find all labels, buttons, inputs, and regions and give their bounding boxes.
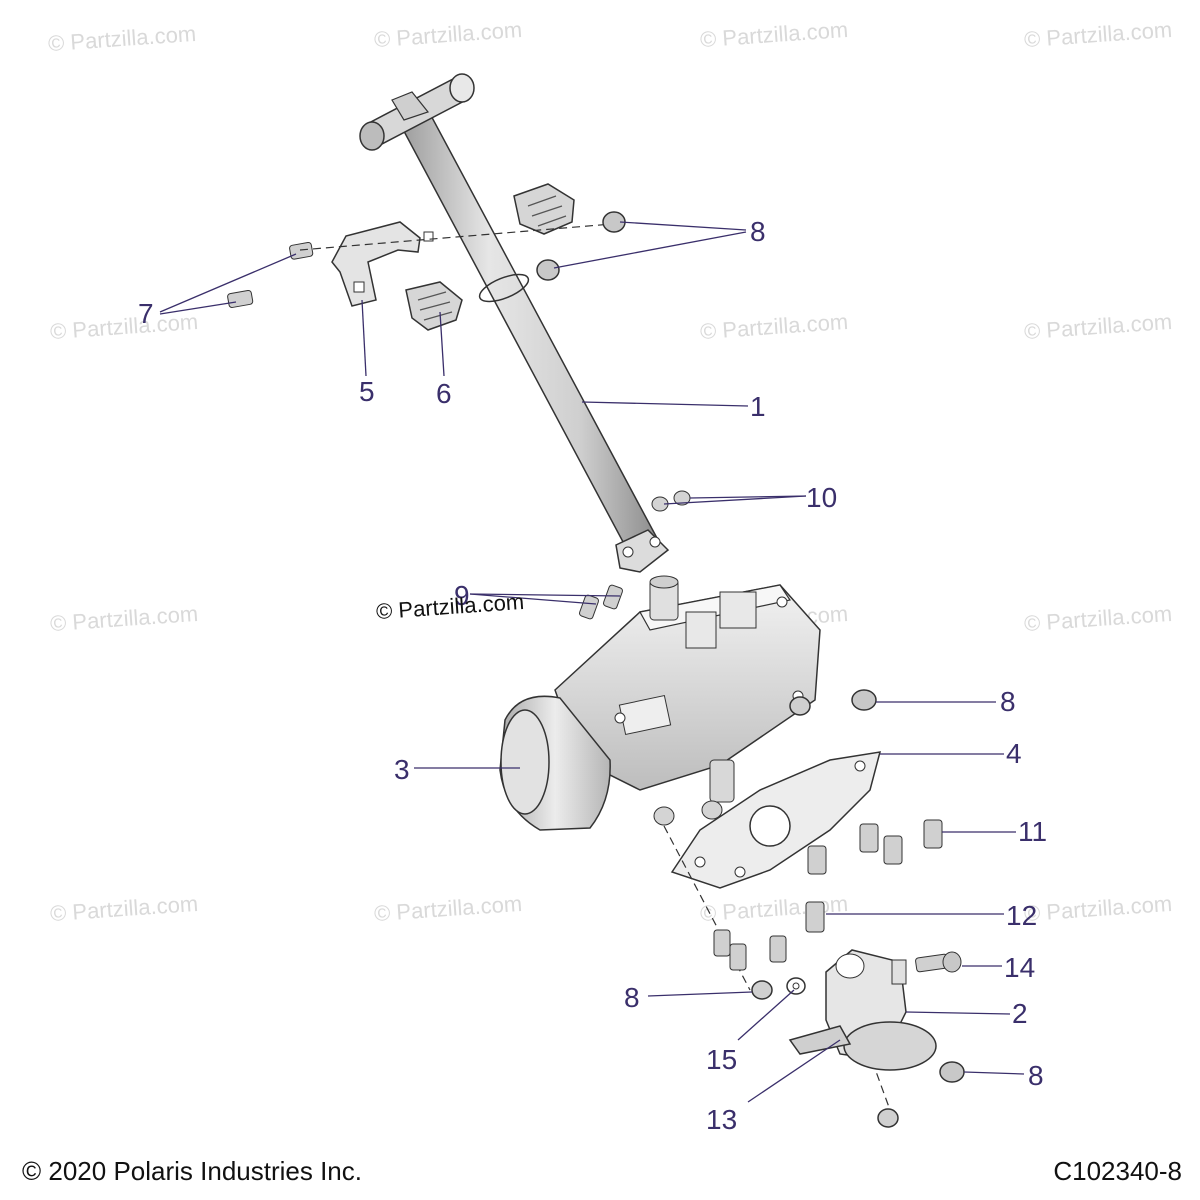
callout-6: 6	[436, 378, 452, 409]
callout-8: 8	[750, 216, 766, 247]
steering-coupler	[788, 949, 937, 1071]
callout-8: 8	[624, 982, 640, 1013]
callout-8: 8	[1028, 1060, 1044, 1091]
flange-nut	[789, 696, 811, 716]
mounting-plate	[670, 751, 882, 889]
pinch-bolt	[579, 584, 623, 620]
copyright-notice: © 2020 Polaris Industries Inc.	[22, 1156, 362, 1186]
mounting-bolt	[807, 819, 943, 875]
bushing-lower	[405, 281, 463, 331]
callout-15: 15	[706, 1044, 738, 1075]
callout-12: 12	[1006, 900, 1038, 931]
callout-4: 4	[1006, 738, 1022, 769]
bushing-upper	[513, 183, 575, 235]
callout-14: 14	[1004, 952, 1036, 983]
callout-3: 3	[394, 754, 410, 785]
assembly-axis-line	[299, 223, 613, 251]
callout-8: 8	[1000, 686, 1016, 717]
callout-5: 5	[359, 376, 375, 407]
callout-13: 13	[706, 1104, 738, 1135]
bolt-upper	[289, 241, 314, 260]
callout-7: 7	[138, 298, 154, 329]
flange-nut	[536, 259, 560, 281]
callout-9: 9	[454, 580, 470, 611]
flange-nut	[877, 1108, 899, 1128]
pivot-bolt	[915, 951, 962, 973]
callout-11: 11	[1018, 816, 1048, 847]
diagram-id: C102340-8	[1053, 1156, 1182, 1186]
power-steering-unit	[499, 575, 821, 831]
clamp-bracket	[331, 221, 434, 307]
assembly-axis-line	[663, 825, 751, 991]
callout-1: 1	[750, 391, 766, 422]
callout-2: 2	[1012, 998, 1028, 1029]
flange-nut	[851, 689, 877, 711]
washer	[786, 977, 806, 995]
mounting-bolt	[713, 929, 787, 971]
leader-lines	[159, 221, 1025, 1103]
mounting-bolt	[805, 901, 825, 933]
flange-nut	[751, 980, 773, 1000]
flange-nut	[653, 800, 723, 826]
flange-nut	[939, 1061, 965, 1083]
steering-column-tube	[359, 73, 670, 573]
bolt-lower	[227, 289, 254, 308]
callout-10: 10	[806, 482, 838, 513]
nut-small	[651, 490, 691, 512]
